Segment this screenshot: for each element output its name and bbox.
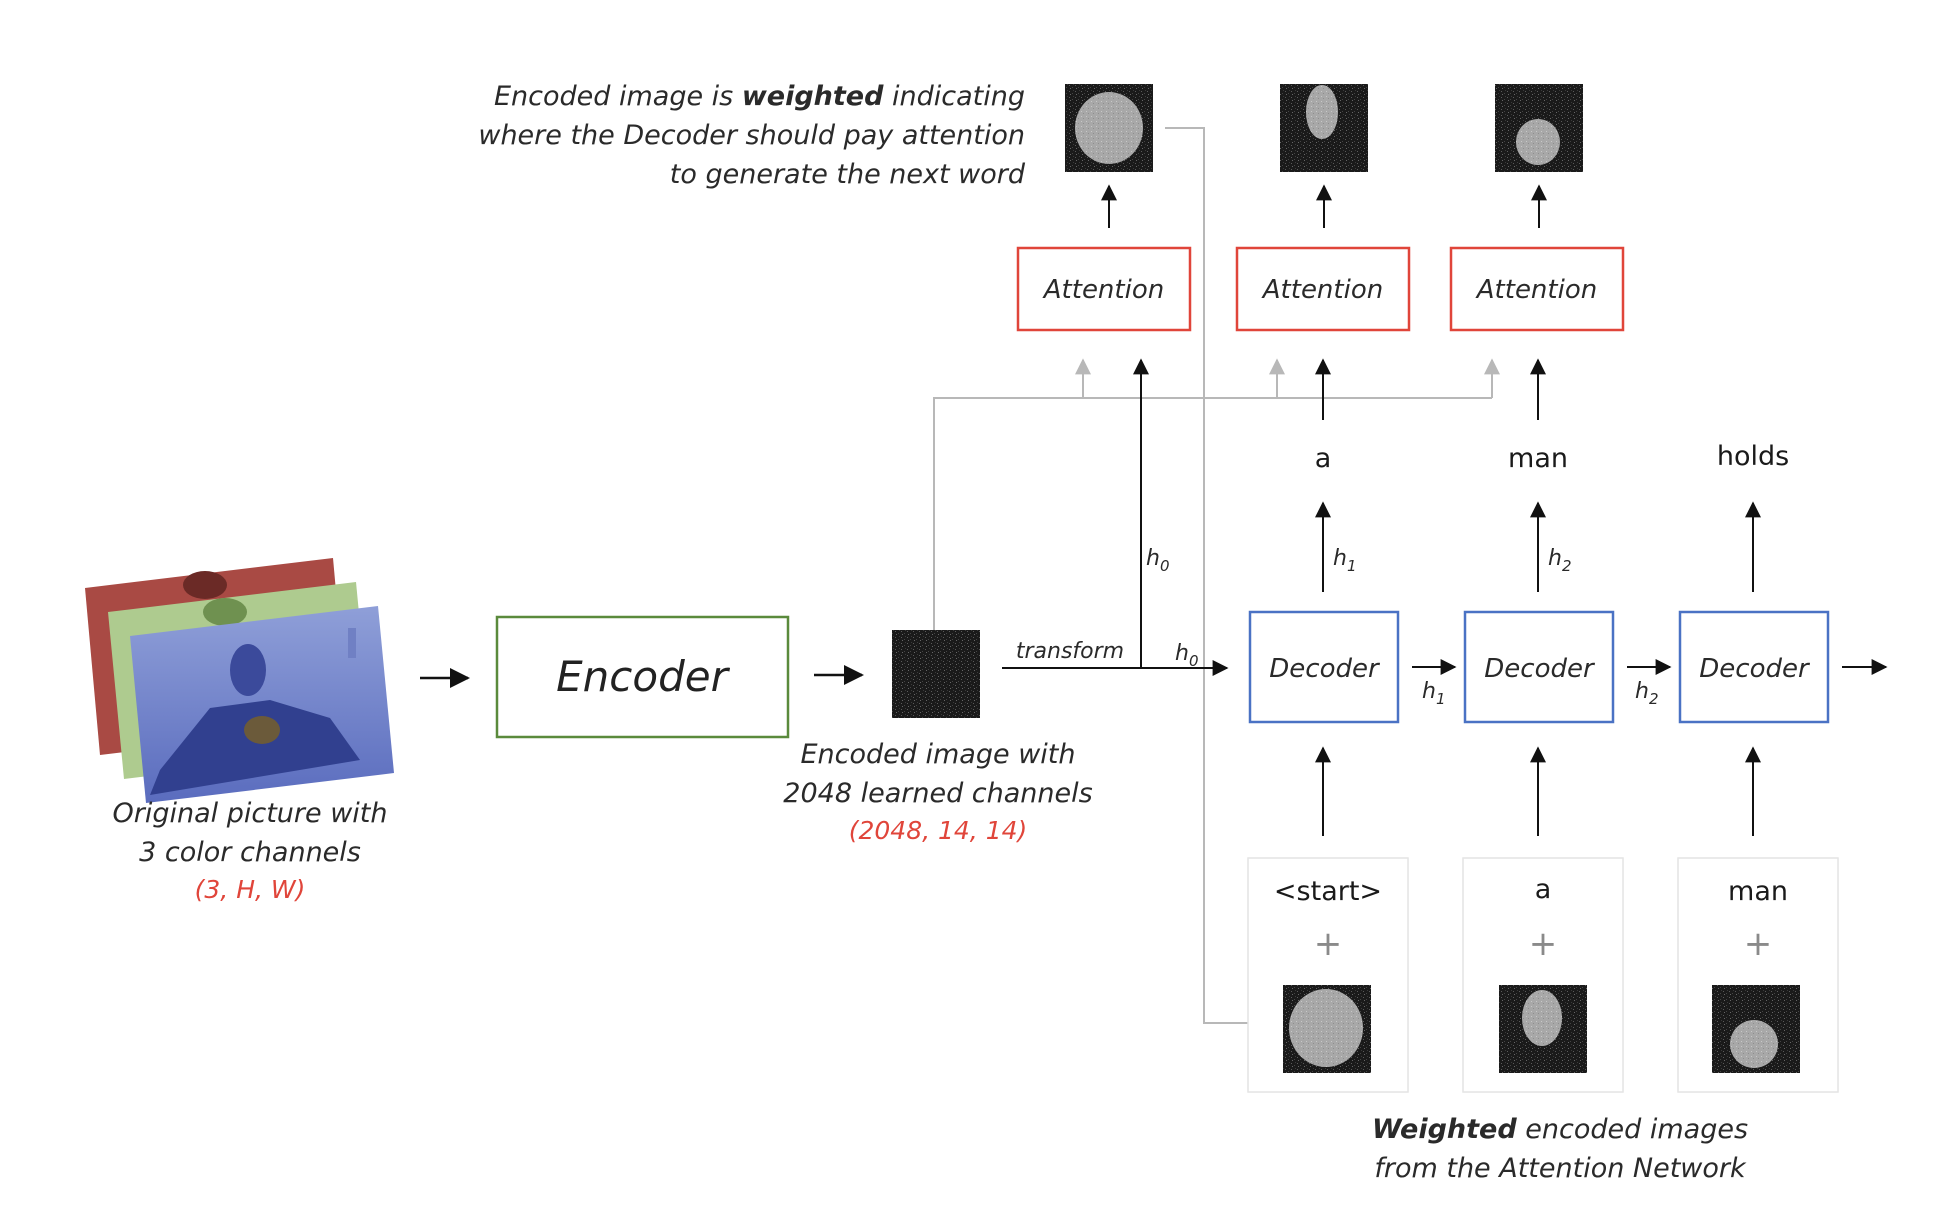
decoder-box-2 [1463, 610, 1615, 724]
transform-label: transform [1016, 639, 1124, 664]
encoder-box [495, 615, 790, 739]
h1-label-chain: h1 [1422, 679, 1446, 708]
encoded-caption-line-2: 2048 learned channels [783, 778, 1092, 809]
output-word-2: man [1508, 443, 1568, 474]
decoder-input-panel-1: <start> + [1247, 857, 1409, 1093]
decoder-input-panel-2: a + [1462, 857, 1624, 1093]
input-shape-label: (3, H, W) [195, 875, 306, 904]
attention-caption-line-3: to generate the next word [670, 159, 1026, 190]
attention-box-1 [1016, 246, 1192, 332]
decoder-box-1 [1248, 610, 1400, 724]
plus-sign-1: + [1314, 924, 1343, 964]
plus-sign-2: + [1529, 924, 1558, 964]
input-word-2: a [1535, 874, 1552, 905]
decoder-label-2: Decoder [1484, 654, 1596, 684]
attention-caption-line-2: where the Decoder should pay attention [478, 120, 1025, 151]
output-word-1: a [1315, 443, 1332, 474]
weighted-caption-line-2: from the Attention Network [1374, 1153, 1747, 1184]
attention-box-2 [1235, 246, 1411, 332]
output-word-3: holds [1717, 441, 1789, 472]
decoder-box-3 [1678, 610, 1830, 724]
h1-label-up: h1 [1333, 546, 1357, 575]
attention-box-3 [1449, 246, 1625, 332]
attention-map-2-spot [1306, 85, 1338, 139]
decoder-label-1: Decoder [1269, 654, 1381, 684]
h0-label-up: h0 [1146, 546, 1170, 575]
h2-label-up: h2 [1548, 546, 1572, 575]
attention-caption-line-1: Encoded image is weighted indicating [494, 81, 1025, 112]
input-word-1: <start> [1274, 876, 1382, 907]
weighted-caption-line-1: Weighted encoded images [1372, 1114, 1748, 1145]
decoder-label-3: Decoder [1699, 654, 1811, 684]
input-word-3: man [1728, 876, 1788, 907]
encoded-feed-lines [933, 127, 1500, 1031]
input-caption-line-1: Original picture with [113, 798, 388, 829]
encoder-label: Encoder [556, 652, 730, 701]
encoded-image [892, 630, 980, 718]
encoded-shape-label: (2048, 14, 14) [849, 816, 1028, 845]
h0-label-right: h0 [1175, 641, 1199, 670]
plus-sign-3: + [1744, 924, 1773, 964]
attention-map-3-spot [1516, 119, 1560, 165]
h2-label-chain: h2 [1635, 679, 1659, 708]
encoded-caption-line-1: Encoded image with [801, 739, 1076, 770]
attention-map-1-spot [1075, 92, 1143, 164]
input-caption-line-2: 3 color channels [139, 837, 361, 868]
attention-label-3: Attention [1475, 275, 1597, 305]
attention-label-1: Attention [1042, 275, 1164, 305]
input-image-stack [85, 558, 394, 803]
decoder-input-panel-3: man + [1677, 857, 1839, 1093]
attention-label-2: Attention [1261, 275, 1383, 305]
